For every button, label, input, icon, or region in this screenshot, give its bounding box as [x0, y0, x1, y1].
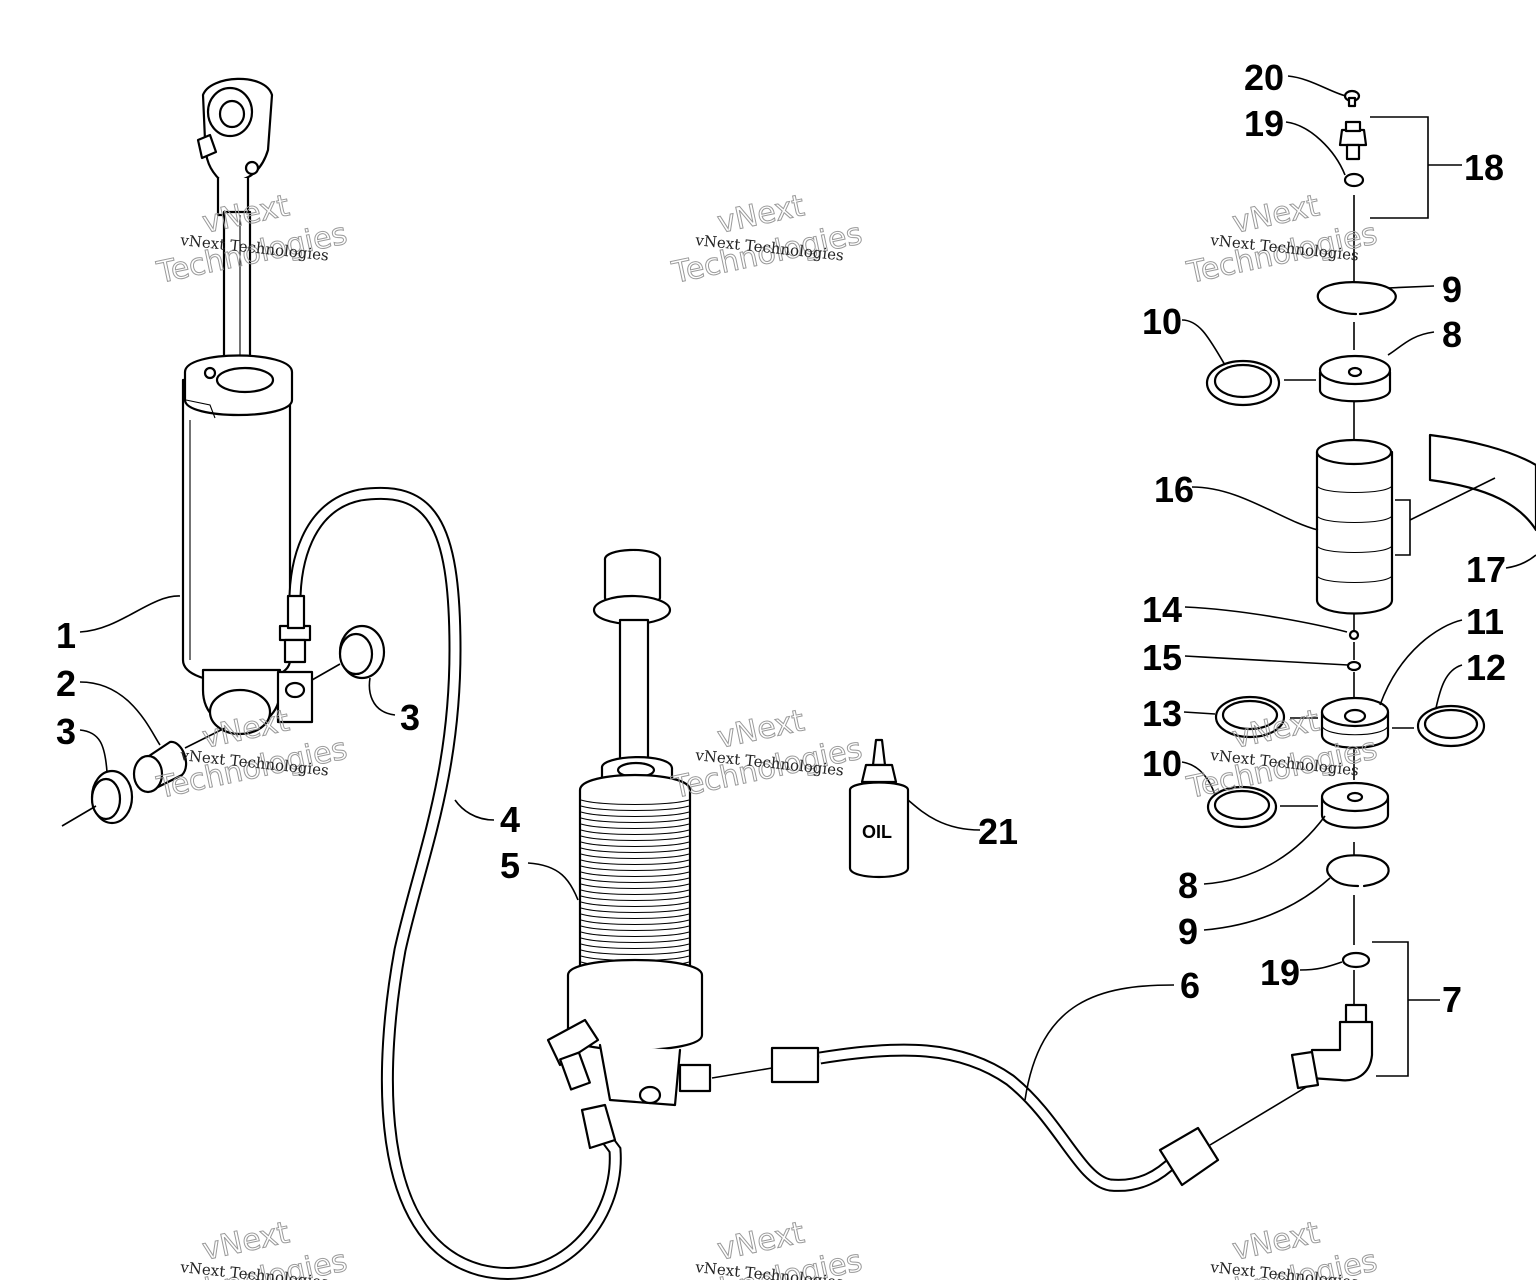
- callout-8-bottom: 8: [1178, 865, 1198, 906]
- ring-part-10-top: [1205, 359, 1281, 407]
- spacer-part-3-left: [61, 769, 134, 827]
- callout-6: 6: [1180, 965, 1200, 1006]
- callout-2: 2: [56, 663, 76, 704]
- snap-ring-part-9-bottom: [1326, 854, 1390, 888]
- snap-ring-part-9-top: [1316, 281, 1397, 316]
- callout-10-top: 10: [1142, 301, 1182, 342]
- callout-7: 7: [1442, 979, 1462, 1020]
- cap-part-8-top: [1318, 354, 1392, 403]
- callout-20: 20: [1244, 57, 1284, 98]
- callout-5: 5: [500, 845, 520, 886]
- callout-18: 18: [1464, 147, 1504, 188]
- cap-part-8-bottom: [1320, 781, 1390, 829]
- callout-19-bottom: 19: [1260, 952, 1300, 993]
- bushing-part-2: [132, 740, 188, 794]
- callout-19-top: 19: [1244, 103, 1284, 144]
- callout-9-bottom: 9: [1178, 911, 1198, 952]
- callout-16: 16: [1154, 469, 1194, 510]
- callout-3-right: 3: [400, 697, 420, 738]
- screw-part-14: [1348, 629, 1360, 641]
- callout-17: 17: [1466, 549, 1506, 590]
- spacer-part-3-right: [311, 624, 386, 681]
- callout-21: 21: [978, 811, 1018, 852]
- callout-11: 11: [1466, 601, 1504, 642]
- callout-4: 4: [500, 799, 520, 840]
- callout-9-top: 9: [1442, 269, 1462, 310]
- ring-part-13: [1214, 695, 1286, 739]
- screw-part-20: [1343, 89, 1361, 108]
- washer-part-15: [1346, 660, 1362, 672]
- leader-lines: [79, 75, 1536, 1101]
- ring-part-10-bottom: [1206, 785, 1278, 829]
- elbow-fitting-part-7: [1290, 1003, 1374, 1090]
- callout-15: 15: [1142, 637, 1182, 678]
- callout-1: 1: [56, 615, 76, 656]
- oring-part-19-top: [1343, 172, 1365, 188]
- ring-part-12: [1416, 704, 1486, 748]
- callout-12: 12: [1466, 647, 1506, 688]
- callout-labels: 1 2 3 3 4 5 6 7 8 8 9 9 10 10 11 12 13 1…: [56, 57, 1506, 1020]
- hose-part-4: [286, 486, 622, 1280]
- shock-absorber-body: [181, 77, 314, 736]
- hose-part-6: [770, 1043, 1220, 1192]
- oil-bottle-part-21: OIL: [848, 738, 910, 879]
- bracket-18: [1370, 116, 1429, 219]
- bracket-7: [1372, 941, 1409, 1077]
- callout-8-top: 8: [1442, 314, 1462, 355]
- callout-3-left: 3: [56, 711, 76, 752]
- callout-13: 13: [1142, 693, 1182, 734]
- decal-part-17: [1395, 433, 1536, 556]
- callout-10-bottom: 10: [1142, 743, 1182, 784]
- sleeve-part-16: [1315, 438, 1394, 615]
- valve-part-18: [1338, 120, 1368, 161]
- oil-label: OIL: [862, 822, 892, 842]
- oring-part-19-bottom: [1341, 951, 1371, 969]
- callout-14: 14: [1142, 589, 1182, 630]
- reservoir-part-5: [546, 548, 712, 1150]
- piston-part-11: [1320, 696, 1390, 749]
